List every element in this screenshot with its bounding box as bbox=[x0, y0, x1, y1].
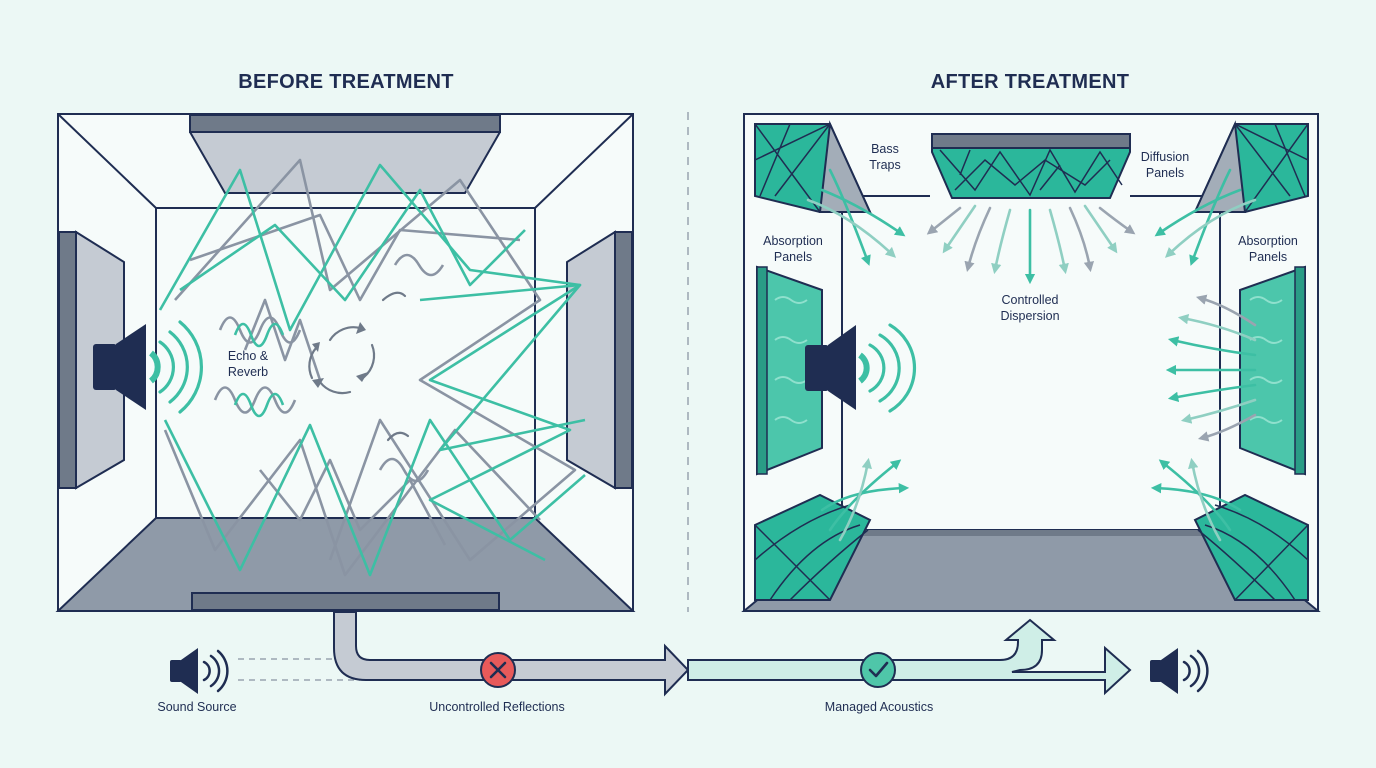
uncontrolled-flow-arrow bbox=[333, 611, 690, 697]
before-right-wall-panel bbox=[566, 230, 616, 490]
sound-source-caption: Sound Source bbox=[157, 700, 236, 714]
dispersion-arrows bbox=[926, 204, 1136, 285]
reflections-teal bbox=[158, 163, 586, 577]
bass-trap-top-left bbox=[754, 120, 872, 213]
uncontrolled-caption: Uncontrolled Reflections bbox=[429, 700, 565, 714]
bass-trap-arrows bbox=[806, 168, 1257, 542]
absorption-panel-left bbox=[756, 265, 823, 476]
bass-traps-label-line2: Traps bbox=[869, 158, 901, 172]
x-circle-icon bbox=[480, 652, 516, 688]
diffusion-panel bbox=[931, 133, 1131, 199]
after-room: Bass Traps Diffusion Panels Absorption P… bbox=[741, 113, 1321, 612]
absorption-left-label-line1: Absorption bbox=[763, 234, 823, 248]
speaker-icon bbox=[805, 325, 870, 410]
bass-trap-top-right bbox=[1193, 120, 1309, 213]
echo-label: Echo & bbox=[228, 349, 269, 363]
swirl-arrows-icon bbox=[308, 291, 410, 442]
absorption-arrows bbox=[1165, 294, 1257, 442]
speaker-icon bbox=[1150, 648, 1209, 694]
diffusion-panels-label-line1: Diffusion bbox=[1141, 150, 1189, 164]
check-circle-icon bbox=[860, 652, 896, 688]
reverb-label: Reverb bbox=[228, 365, 268, 379]
absorption-left-label-line2: Panels bbox=[774, 250, 812, 264]
before-title: BEFORE TREATMENT bbox=[238, 71, 454, 93]
sound-waves-icon bbox=[158, 320, 203, 414]
controlled-dispersion-label-line1: Controlled bbox=[1002, 293, 1059, 307]
bass-trap-bottom-left bbox=[754, 493, 872, 601]
diffusion-panels-label-line2: Panels bbox=[1146, 166, 1184, 180]
managed-flow-arrow bbox=[687, 618, 1132, 696]
bass-traps-label-line1: Bass bbox=[871, 142, 899, 156]
after-title: AFTER TREATMENT bbox=[931, 71, 1130, 93]
managed-caption: Managed Acoustics bbox=[825, 700, 933, 714]
flow-legend: Sound Source Uncontrolled Reflections Ma… bbox=[157, 611, 1209, 714]
before-floor-rail bbox=[191, 592, 500, 611]
before-back-wall bbox=[155, 207, 536, 519]
absorption-right-label-line1: Absorption bbox=[1238, 234, 1298, 248]
sound-waves-icon bbox=[868, 323, 917, 413]
absorption-panel-right bbox=[1239, 265, 1306, 476]
before-room: Echo & Reverb bbox=[55, 113, 636, 612]
absorption-right-label-line2: Panels bbox=[1249, 250, 1287, 264]
speaker-icon bbox=[170, 648, 229, 694]
speaker-icon bbox=[93, 324, 161, 410]
controlled-dispersion-label-line2: Dispersion bbox=[1000, 309, 1059, 323]
